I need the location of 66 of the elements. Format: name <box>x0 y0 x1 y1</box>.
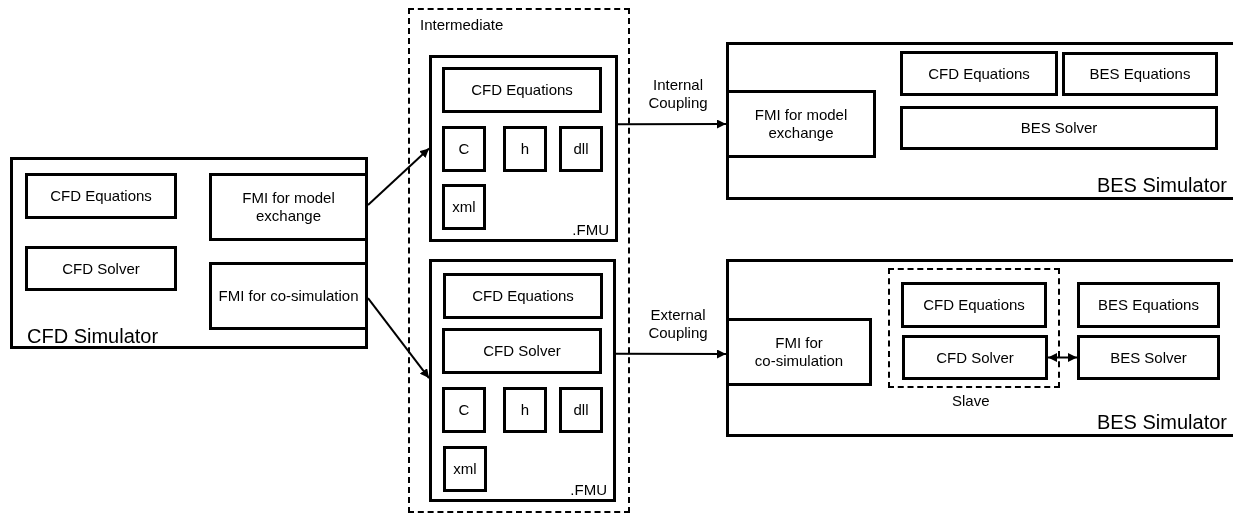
component-box <box>442 67 602 113</box>
fmu-box <box>429 55 618 242</box>
box-label: FMI for co-simulation <box>753 334 845 370</box>
arrow <box>367 147 430 206</box>
dashed-container <box>408 8 630 513</box>
box-label: FMI for model exchange <box>753 106 849 142</box>
simulator-box <box>726 42 1233 200</box>
container-title: CFD Simulator <box>27 324 159 348</box>
box-label: C <box>457 401 471 419</box>
box-label: dll <box>572 140 590 158</box>
box-label: h <box>519 401 531 419</box>
container-title: .FMU <box>570 481 607 499</box>
box-label: CFD Solver <box>61 259 141 278</box>
component-box <box>25 246 177 291</box>
box-label: CFD Equations <box>922 296 1026 314</box>
container-title: Intermediate <box>420 16 504 34</box>
component-box <box>209 173 368 241</box>
component-box <box>442 387 486 433</box>
fmu-box <box>429 259 616 502</box>
box-label: CFD Solver <box>935 348 1015 367</box>
box-label: dll <box>572 401 590 419</box>
component-box <box>1077 335 1220 380</box>
arrow <box>617 119 727 129</box>
component-box <box>1062 52 1218 96</box>
double-arrow <box>1047 353 1078 362</box>
box-label: h <box>519 140 531 158</box>
component-box <box>25 173 177 219</box>
component-box <box>503 387 547 433</box>
arrow <box>367 297 430 380</box>
container-title: Slave <box>952 392 990 410</box>
box-label: CFD Equations <box>471 287 575 305</box>
component-box <box>900 51 1058 96</box>
component-box <box>1077 282 1220 328</box>
box-label: xml <box>452 460 478 478</box>
box-label: BES Solver <box>1019 119 1099 137</box>
box-label: FMI for co-simulation <box>217 287 360 305</box>
component-box <box>902 335 1048 380</box>
component-box <box>443 446 487 492</box>
simulator-box <box>10 157 368 349</box>
component-box <box>726 318 872 386</box>
component-box <box>900 106 1218 150</box>
box-label: BES Solver <box>1109 348 1188 367</box>
component-box <box>442 328 602 374</box>
component-box <box>503 126 547 172</box>
component-box <box>726 90 876 158</box>
container-title: .FMU <box>572 221 609 239</box>
box-label: BES Equations <box>1088 65 1192 83</box>
box-label: BES Equations <box>1097 296 1200 314</box>
box-label: CFD Equations <box>49 187 153 205</box>
component-box <box>209 262 368 330</box>
simulator-box <box>726 259 1233 437</box>
box-label: FMI for model exchange <box>241 189 336 225</box>
box-label: C <box>457 140 471 158</box>
component-box <box>901 282 1047 328</box>
box-label: xml <box>451 198 477 216</box>
arrow <box>615 349 727 359</box>
component-box <box>443 273 603 319</box>
box-label: CFD Solver <box>482 342 562 360</box>
box-label: CFD Equations <box>927 64 1031 83</box>
container-title: BES Simulator <box>1096 173 1227 197</box>
component-box <box>559 126 603 172</box>
component-box <box>442 126 486 172</box>
component-box <box>442 184 486 230</box>
box-label: CFD Equations <box>470 81 574 99</box>
container-title: BES Simulator <box>1096 410 1227 434</box>
component-box <box>559 387 603 433</box>
